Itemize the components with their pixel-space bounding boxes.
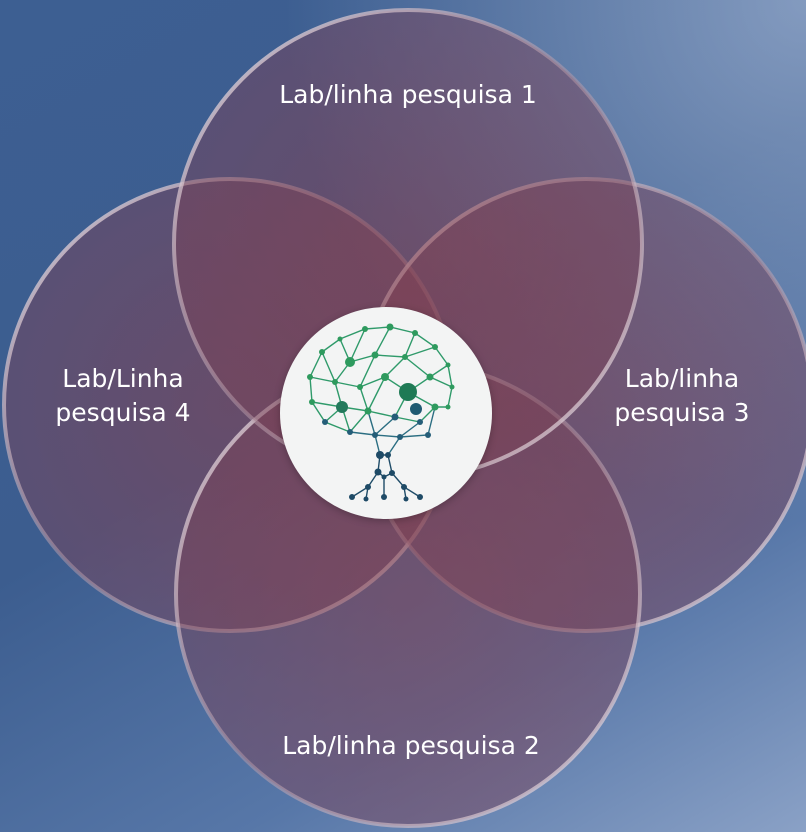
circle-label-3: Lab/linha pesquisa 3 [614, 364, 750, 427]
circle-label-4: Lab/Linha pesquisa 4 [55, 364, 191, 427]
circle-label-2: Lab/linha pesquisa 2 [282, 731, 540, 760]
circle-label-1: Lab/linha pesquisa 1 [279, 80, 537, 109]
center-logo-badge [280, 307, 492, 519]
brain-tree-network-logo-icon [307, 323, 455, 502]
